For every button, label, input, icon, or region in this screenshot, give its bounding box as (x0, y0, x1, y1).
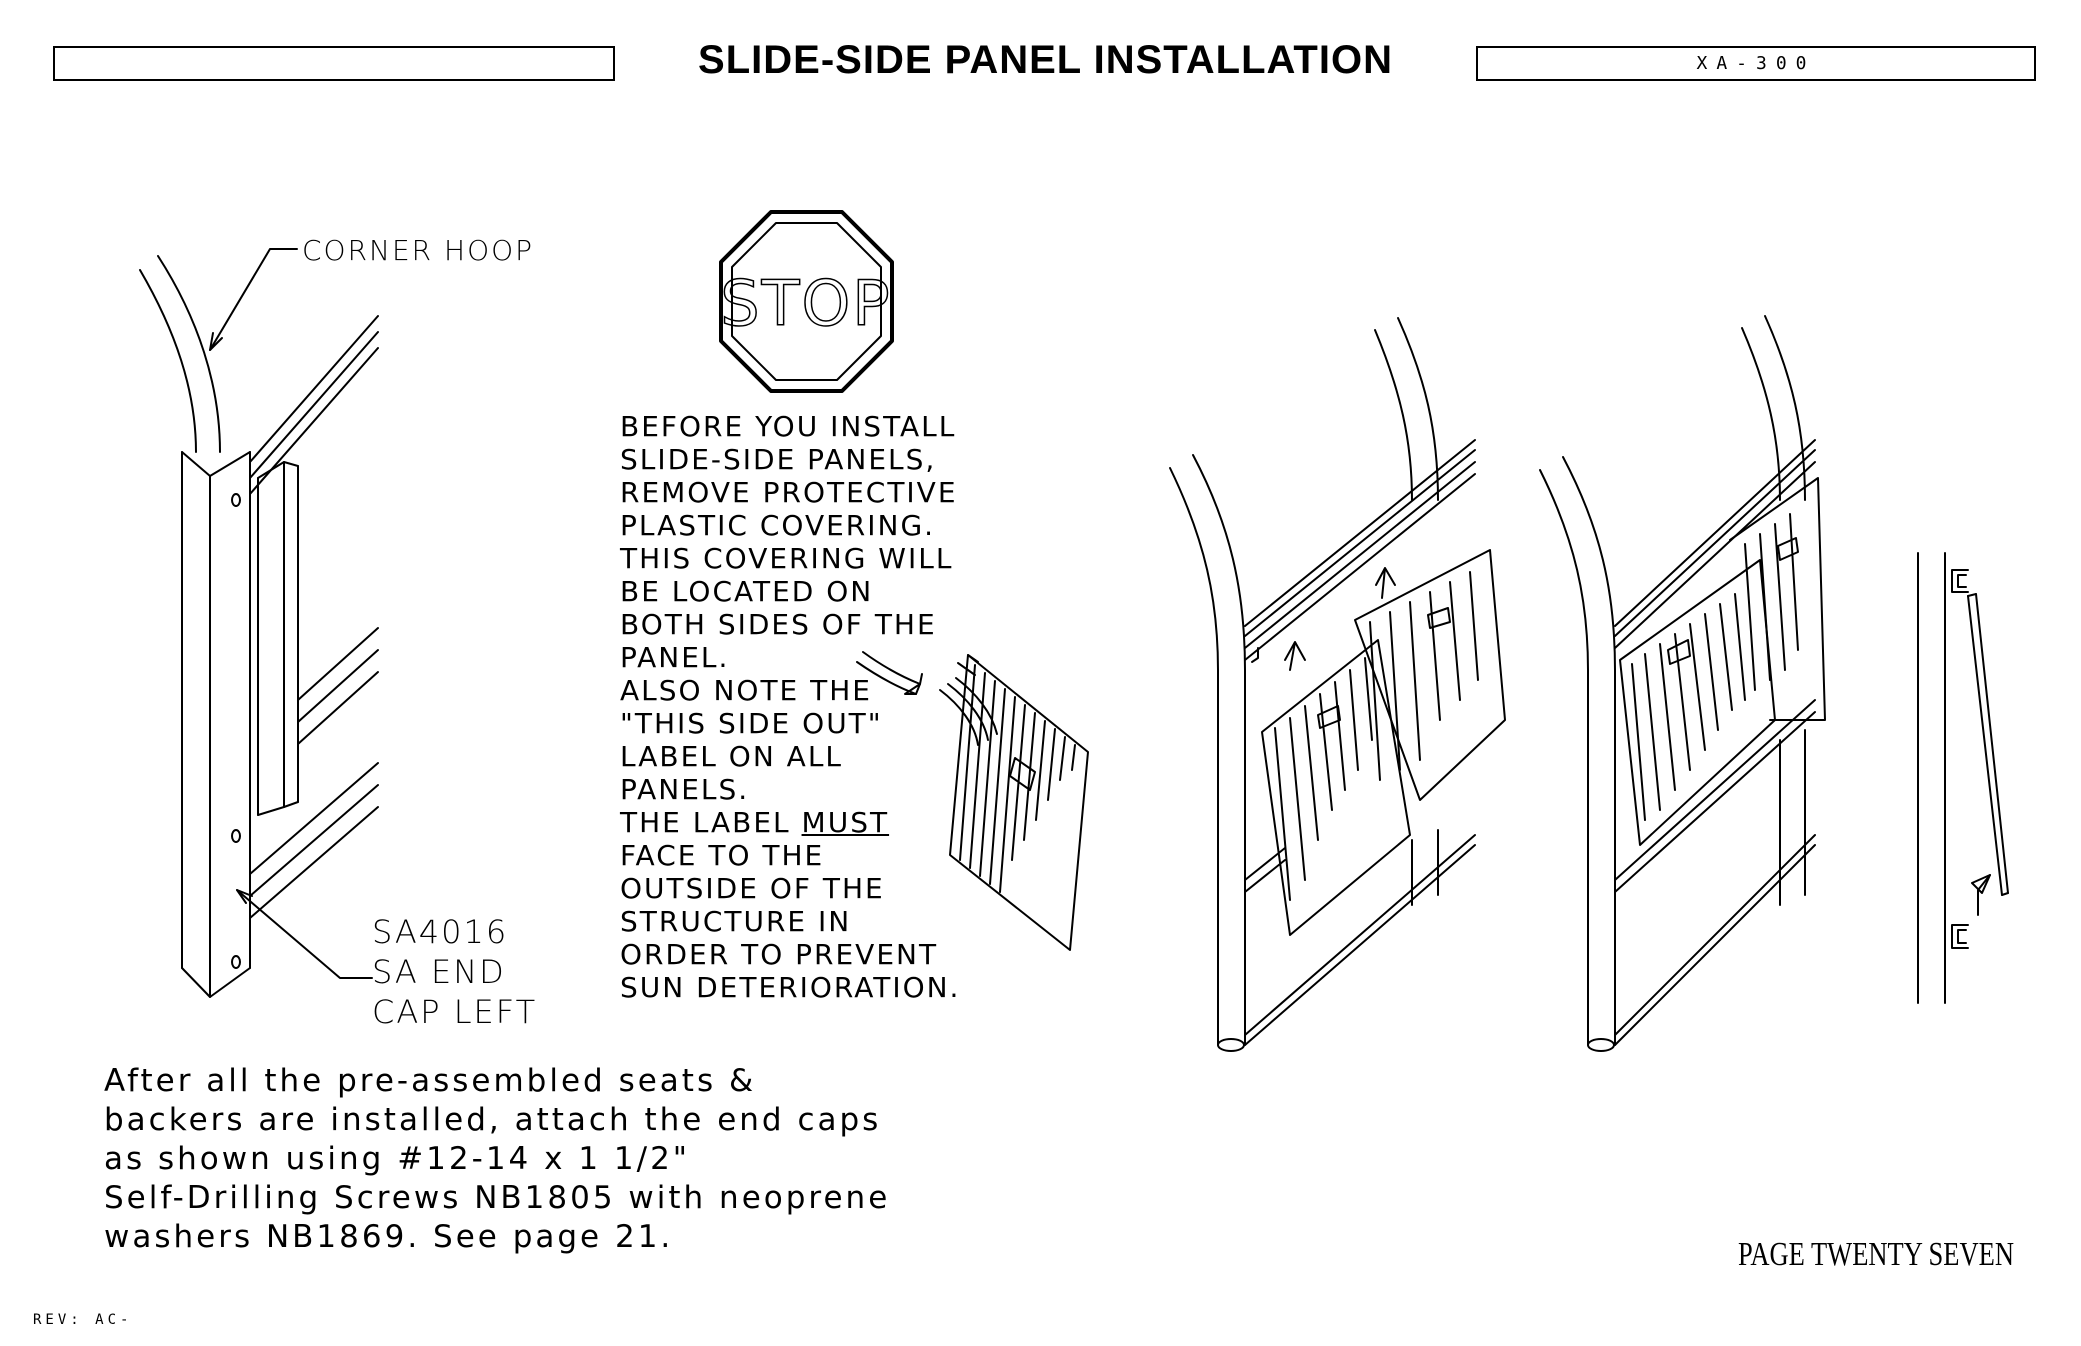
notice-must-word: MUST (801, 806, 890, 839)
installation-instructions: After all the pre-assembled seats & back… (104, 1062, 890, 1257)
notice-line: THIS COVERING WILL (620, 542, 954, 575)
instruction-line: After all the pre-assembled seats & (104, 1063, 757, 1099)
notice-line: ALSO NOTE THE (620, 674, 872, 707)
notice-line: REMOVE PROTECTIVE (620, 476, 958, 509)
title-block-left (53, 46, 615, 81)
notice-line: ORDER TO PREVENT (620, 938, 939, 971)
end-cap-name-line-1: SA END (372, 953, 506, 991)
end-cap-callout: SA4016 SA END CAP LEFT (372, 912, 537, 1032)
instruction-line: washers NB1869. See page 21. (104, 1219, 674, 1255)
instruction-line: Self-Drilling Screws NB1805 with neopren… (104, 1180, 891, 1216)
loose-panel-drawing (939, 654, 1089, 951)
notice-line: PANEL. (620, 641, 730, 674)
instruction-line: as shown using #12-14 x 1 1/2" (104, 1141, 691, 1177)
notice-line: BE LOCATED ON (620, 575, 874, 608)
corner-hoop-callout: CORNER HOOP (302, 234, 535, 267)
notice-line-must: THE LABEL MUST (620, 806, 960, 839)
end-cap-name-line-2: CAP LEFT (372, 993, 538, 1031)
notice-line: SUN DETERIORATION. (620, 971, 961, 1004)
stop-sign (719, 210, 894, 393)
notice-line: PLASTIC COVERING. (620, 509, 936, 542)
notice-line: STRUCTURE IN (620, 905, 852, 938)
stop-notice-text: BEFORE YOU INSTALL SLIDE-SIDE PANELS, RE… (620, 410, 960, 1004)
page-title: SLIDE-SIDE PANEL INSTALLATION (698, 38, 1393, 82)
stop-sign-label: STOP (720, 267, 891, 340)
notice-line: FACE TO THE (620, 839, 825, 872)
notice-line: LABEL ON ALL (620, 740, 844, 773)
notice-line: BOTH SIDES OF THE (620, 608, 937, 641)
notice-must-prefix: THE LABEL (620, 806, 802, 839)
end-cap-detail-drawing (139, 248, 379, 998)
panel-installed-drawing (1539, 315, 1826, 1052)
notice-line: SLIDE-SIDE PANELS, (620, 443, 937, 476)
notice-line: PANELS. (620, 773, 750, 806)
revision-label: REV: AC- (33, 1312, 133, 1328)
notice-line: OUTSIDE OF THE (620, 872, 885, 905)
section-detail-drawing (1917, 552, 2009, 1004)
title-block-right: XA-300 (1476, 46, 2036, 81)
end-cap-part-number: SA4016 (372, 913, 509, 951)
panel-insertion-drawing (1169, 317, 1506, 1052)
document-code: XA-300 (1696, 53, 1816, 74)
instruction-line: backers are installed, attach the end ca… (104, 1102, 882, 1138)
notice-line: BEFORE YOU INSTALL (620, 410, 957, 443)
notice-line: "THIS SIDE OUT" (620, 707, 883, 740)
page-number: PAGE TWENTY SEVEN (1738, 1236, 2015, 1273)
